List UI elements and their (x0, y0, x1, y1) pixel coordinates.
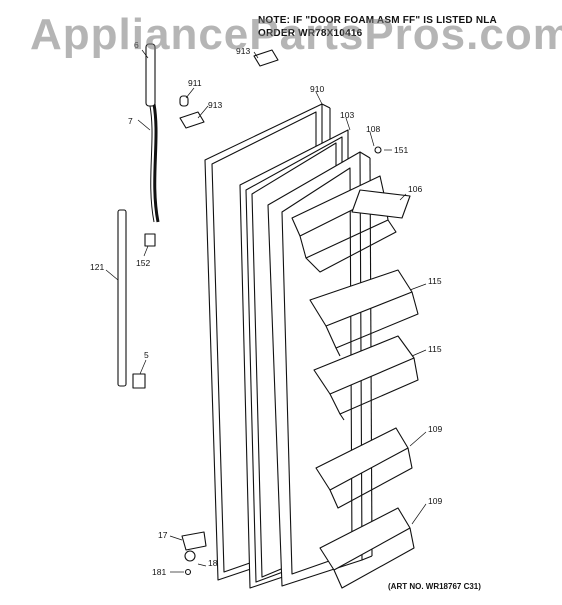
callout-181: 181 (152, 567, 166, 577)
callout-115-upper: 115 (428, 276, 442, 286)
callout-18: 18 (208, 558, 218, 568)
callout-labels: 6 7 911 913 913 910 103 108 151 106 115 … (90, 40, 442, 577)
callout-5: 5 (144, 350, 149, 360)
door-bin-lower (319, 507, 415, 589)
handle-bracket (145, 43, 156, 107)
door-shelf-upper (309, 269, 419, 357)
callout-7: 7 (128, 116, 133, 126)
callout-6: 6 (134, 40, 139, 50)
dairy-compartment-bin (291, 175, 411, 273)
callout-151: 151 (394, 145, 408, 155)
callout-17: 17 (158, 530, 168, 540)
callout-109-lower: 109 (428, 496, 442, 506)
hinge-pin (144, 233, 156, 247)
leader-lines (105, 49, 427, 573)
art-number: (ART NO. WR18767 C31) (388, 582, 481, 591)
door-handle (149, 103, 160, 223)
callout-106: 106 (408, 184, 422, 194)
callout-115-lower: 115 (428, 344, 442, 354)
door-bin-upper (315, 427, 413, 509)
callout-108: 108 (366, 124, 380, 134)
door-shelf-middle (313, 335, 419, 421)
ordering-note-line2: ORDER WR78X10416 (258, 28, 363, 39)
callout-913-upper: 913 (236, 46, 250, 56)
callout-152: 152 (136, 258, 150, 268)
ordering-note: NOTE: IF "DOOR FOAM ASM FF" IS LISTED NL… (258, 14, 497, 40)
screw-151 (374, 146, 382, 154)
cap-911 (179, 95, 189, 107)
trim-strip (117, 209, 127, 387)
callout-913-lower: 913 (208, 100, 222, 110)
hinge-cover-upper (253, 49, 279, 67)
callout-109-upper: 109 (428, 424, 442, 434)
site-watermark: AppliancePartsPros.com (30, 10, 562, 59)
hinge-bottom (181, 531, 207, 576)
ordering-note-line1: NOTE: IF "DOOR FOAM ASM FF" IS LISTED NL… (258, 15, 497, 26)
callout-103: 103 (340, 110, 354, 120)
callout-121: 121 (90, 262, 104, 272)
callout-911: 911 (188, 78, 202, 88)
hinge-cap (132, 373, 146, 389)
hinge-cover-lower (179, 111, 205, 129)
callout-910: 910 (310, 84, 324, 94)
